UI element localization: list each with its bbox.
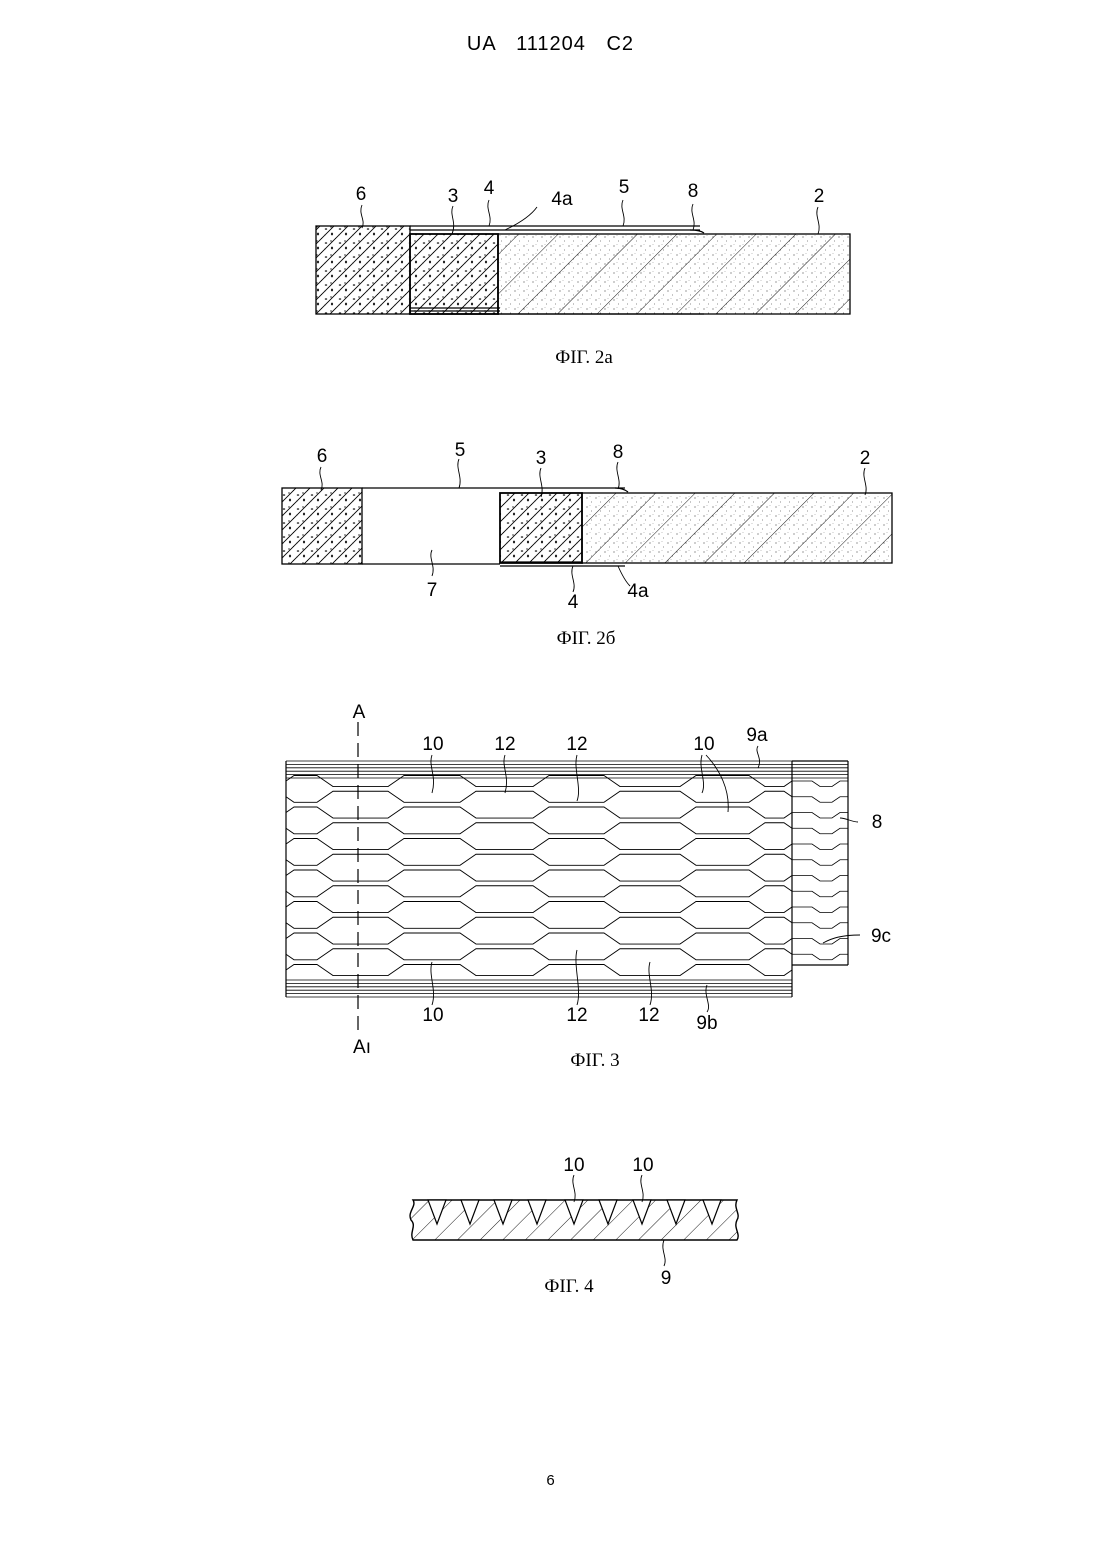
label-8: 8 (872, 812, 883, 833)
label-6: 6 (356, 184, 367, 205)
label-4a: 4a (551, 189, 573, 210)
label-12: 12 (638, 1005, 659, 1026)
label-4: 4 (484, 178, 495, 199)
label-6: 6 (317, 446, 328, 467)
label-section-a-prime: Aı (353, 1037, 371, 1058)
label-3: 3 (448, 186, 459, 207)
label-9: 9 (661, 1268, 672, 1289)
figure-2a: 6 3 4 4a 5 8 2 ФІГ. 2а (316, 177, 850, 368)
label-4: 4 (568, 592, 579, 613)
label-4a: 4a (627, 581, 649, 602)
figure-2b: 6 5 3 8 2 7 4 4a ФІГ. 2б (282, 440, 892, 649)
label-10: 10 (563, 1155, 584, 1176)
label-10: 10 (693, 734, 714, 755)
label-9a: 9a (746, 725, 768, 746)
corrugated-sheet (286, 761, 848, 997)
label-8: 8 (613, 442, 624, 463)
figure-caption-4: ФІГ. 4 (544, 1276, 594, 1297)
label-3: 3 (536, 448, 547, 469)
label-10: 10 (632, 1155, 653, 1176)
label-7: 7 (427, 580, 438, 601)
label-2: 2 (860, 448, 871, 469)
sheet-corrugation-teeth (428, 1200, 721, 1224)
segment-6-2a (316, 226, 410, 314)
segment-3-2b (500, 493, 582, 563)
label-2: 2 (814, 186, 825, 207)
label-5: 5 (619, 177, 630, 198)
label-12: 12 (494, 734, 515, 755)
figure-caption-3: ФІГ. 3 (570, 1050, 619, 1071)
figure-3: A 10 12 12 10 9a 8 9c 10 12 12 9b Aı ФІГ… (286, 702, 891, 1071)
label-9b: 9b (696, 1013, 717, 1034)
label-12: 12 (566, 1005, 587, 1026)
figure-caption-2b: ФІГ. 2б (557, 628, 616, 649)
label-section-a: A (353, 702, 366, 723)
label-5: 5 (455, 440, 466, 461)
page-number: 6 (0, 1472, 1101, 1489)
label-12: 12 (566, 734, 587, 755)
figure-caption-2a: ФІГ. 2а (555, 347, 613, 368)
label-10: 10 (422, 734, 443, 755)
label-10: 10 (422, 1005, 443, 1026)
figure-4: 10 10 9 ФІГ. 4 (410, 1155, 738, 1297)
label-8: 8 (688, 181, 699, 202)
segment-6-2b (282, 488, 362, 564)
segment-3-2a (410, 234, 498, 314)
label-9c: 9c (871, 926, 891, 947)
